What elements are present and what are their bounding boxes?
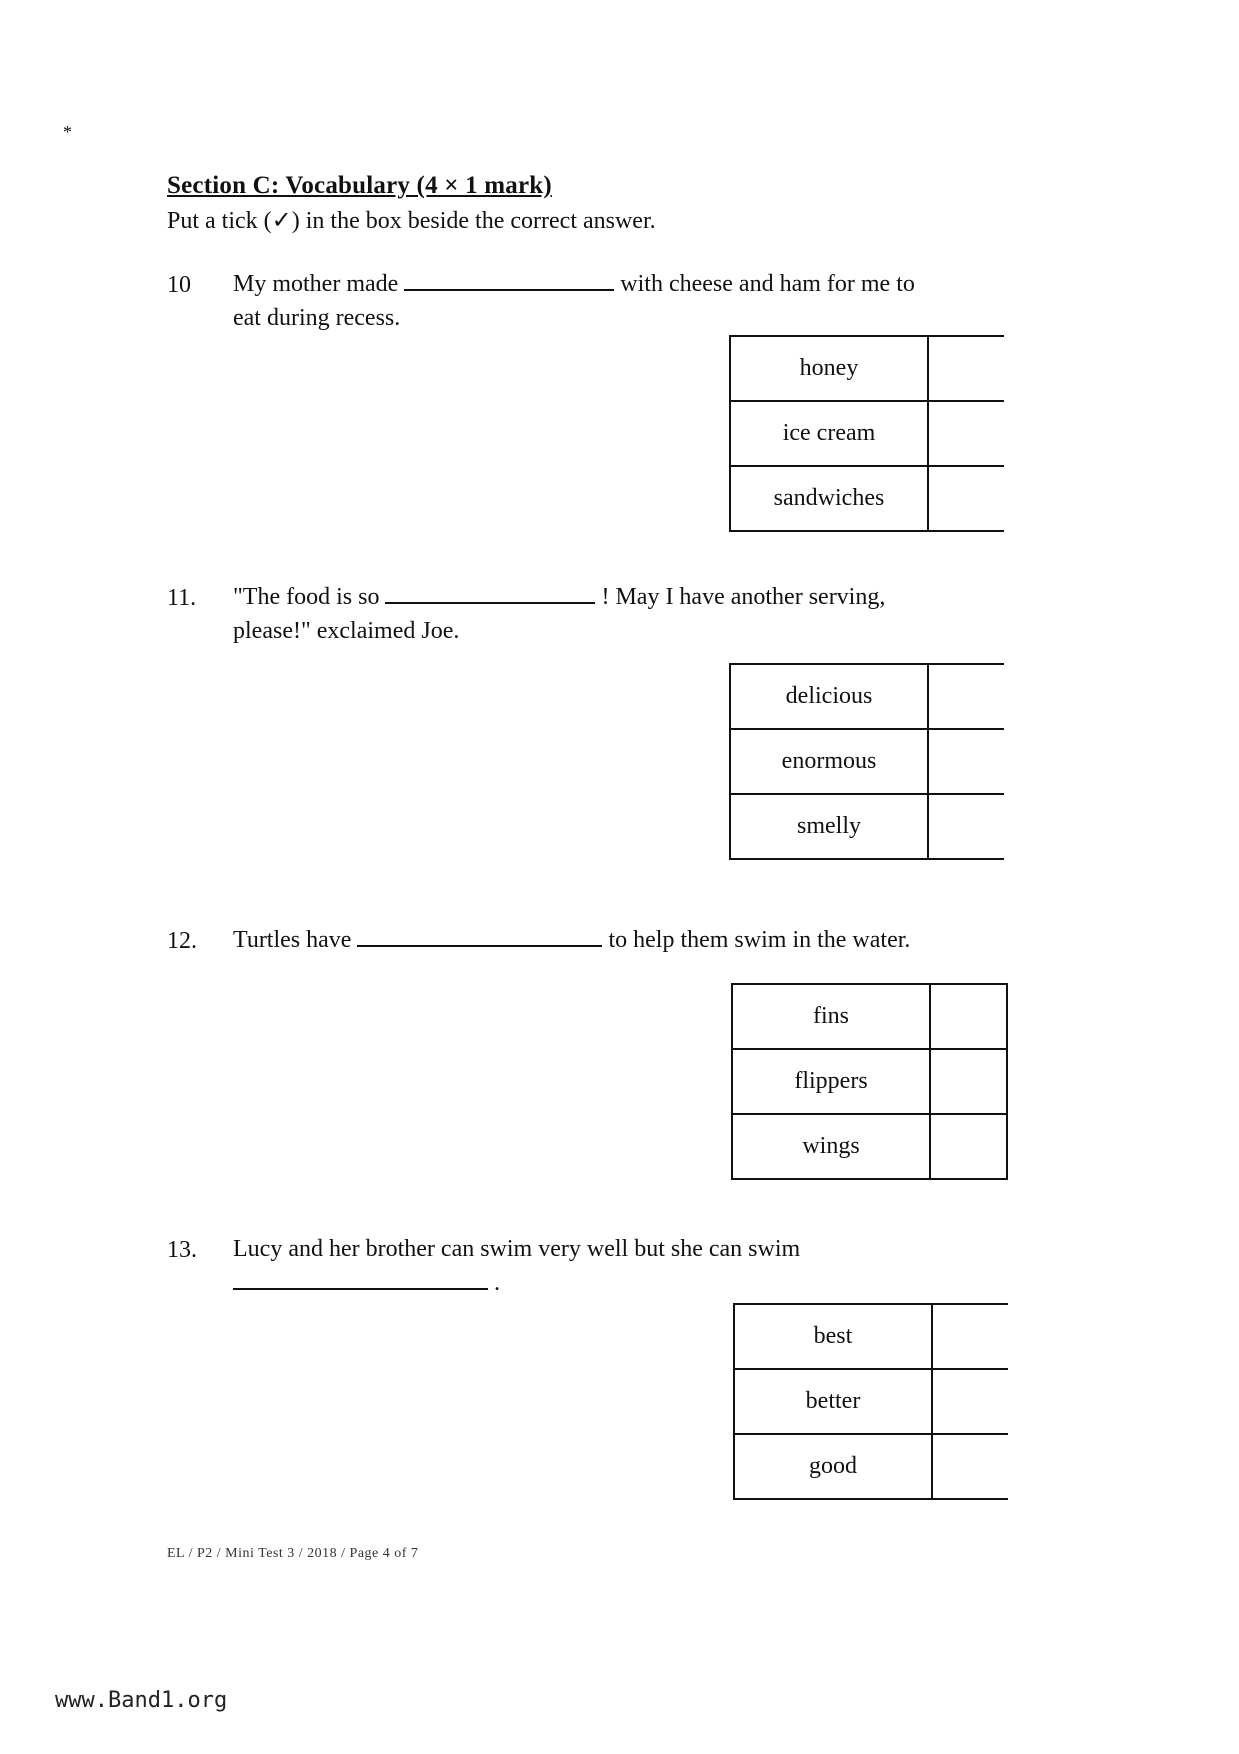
option-row: delicious — [729, 663, 1004, 730]
option-label: flippers — [731, 1048, 931, 1115]
site-watermark: www.Band1.org — [55, 1688, 228, 1713]
footer-code: EL / P2 / Mini Test 3 / 2018 / Page 4 of… — [167, 1546, 419, 1561]
section-title: Section C: Vocabulary (4 × 1 mark) — [167, 172, 552, 199]
question-11-number: 11. — [167, 585, 197, 611]
tick-box[interactable] — [927, 335, 1004, 402]
question-10-before: My mother made — [233, 271, 399, 297]
question-13-after: . — [494, 1270, 500, 1296]
option-row: fins — [731, 983, 1008, 1050]
option-row: enormous — [729, 728, 1004, 795]
tick-box[interactable] — [927, 793, 1004, 860]
option-row: best — [733, 1303, 1008, 1370]
option-label: ice cream — [729, 400, 929, 467]
question-10-blank — [404, 288, 615, 291]
option-label: enormous — [729, 728, 929, 795]
tick-box[interactable] — [931, 1303, 1008, 1370]
question-10-options: honey ice cream sandwiches — [729, 335, 1004, 532]
option-row: wings — [731, 1113, 1008, 1180]
option-row: sandwiches — [729, 465, 1004, 532]
question-11-blank — [385, 601, 596, 604]
tick-box[interactable] — [929, 983, 1008, 1050]
question-11-text: "The food is so ! May I have another serv… — [233, 580, 1053, 648]
question-12-number: 12. — [167, 928, 197, 954]
question-11-after: ! May I have another serving, — [601, 584, 886, 610]
option-label: best — [733, 1303, 933, 1370]
option-row: smelly — [729, 793, 1004, 860]
option-row: better — [733, 1368, 1008, 1435]
option-row: honey — [729, 335, 1004, 402]
question-13-options: best better good — [733, 1303, 1008, 1500]
question-10-number: 10 — [167, 272, 191, 298]
question-11-line2: please!" exclaimed Joe. — [233, 618, 460, 644]
option-label: sandwiches — [729, 465, 929, 532]
tick-box[interactable] — [927, 663, 1004, 730]
option-label: better — [733, 1368, 933, 1435]
question-11-before: "The food is so — [233, 584, 380, 610]
stray-mark: * — [63, 122, 72, 142]
question-11-options: delicious enormous smelly — [729, 663, 1004, 860]
tick-box[interactable] — [927, 465, 1004, 532]
question-10-after: with cheese and ham for me to — [620, 271, 915, 297]
option-label: wings — [731, 1113, 931, 1180]
option-label: honey — [729, 335, 929, 402]
question-13-blank — [233, 1287, 488, 1290]
tick-box[interactable] — [927, 400, 1004, 467]
option-row: ice cream — [729, 400, 1004, 467]
question-13-text: Lucy and her brother can swim very well … — [233, 1232, 1053, 1300]
question-13-before: Lucy and her brother can swim very well … — [233, 1236, 801, 1262]
tick-box[interactable] — [927, 728, 1004, 795]
option-row: flippers — [731, 1048, 1008, 1115]
question-13-number: 13. — [167, 1237, 197, 1263]
question-12-after: to help them swim in the water. — [608, 927, 911, 953]
question-12-text: Turtles have to help them swim in the wat… — [233, 923, 1133, 957]
question-10-line2: eat during recess. — [233, 305, 401, 331]
option-label: smelly — [729, 793, 929, 860]
question-12-options: fins flippers wings — [731, 983, 1008, 1180]
tick-box[interactable] — [931, 1368, 1008, 1435]
option-label: delicious — [729, 663, 929, 730]
option-label: good — [733, 1433, 933, 1500]
question-12-before: Turtles have — [233, 927, 352, 953]
option-row: good — [733, 1433, 1008, 1500]
option-label: fins — [731, 983, 931, 1050]
tick-box[interactable] — [929, 1048, 1008, 1115]
instruction-text: Put a tick (✓) in the box beside the cor… — [167, 208, 656, 234]
tick-box[interactable] — [931, 1433, 1008, 1500]
tick-box[interactable] — [929, 1113, 1008, 1180]
question-12-blank — [357, 944, 603, 947]
question-10-text: My mother made with cheese and ham for me… — [233, 267, 1053, 335]
